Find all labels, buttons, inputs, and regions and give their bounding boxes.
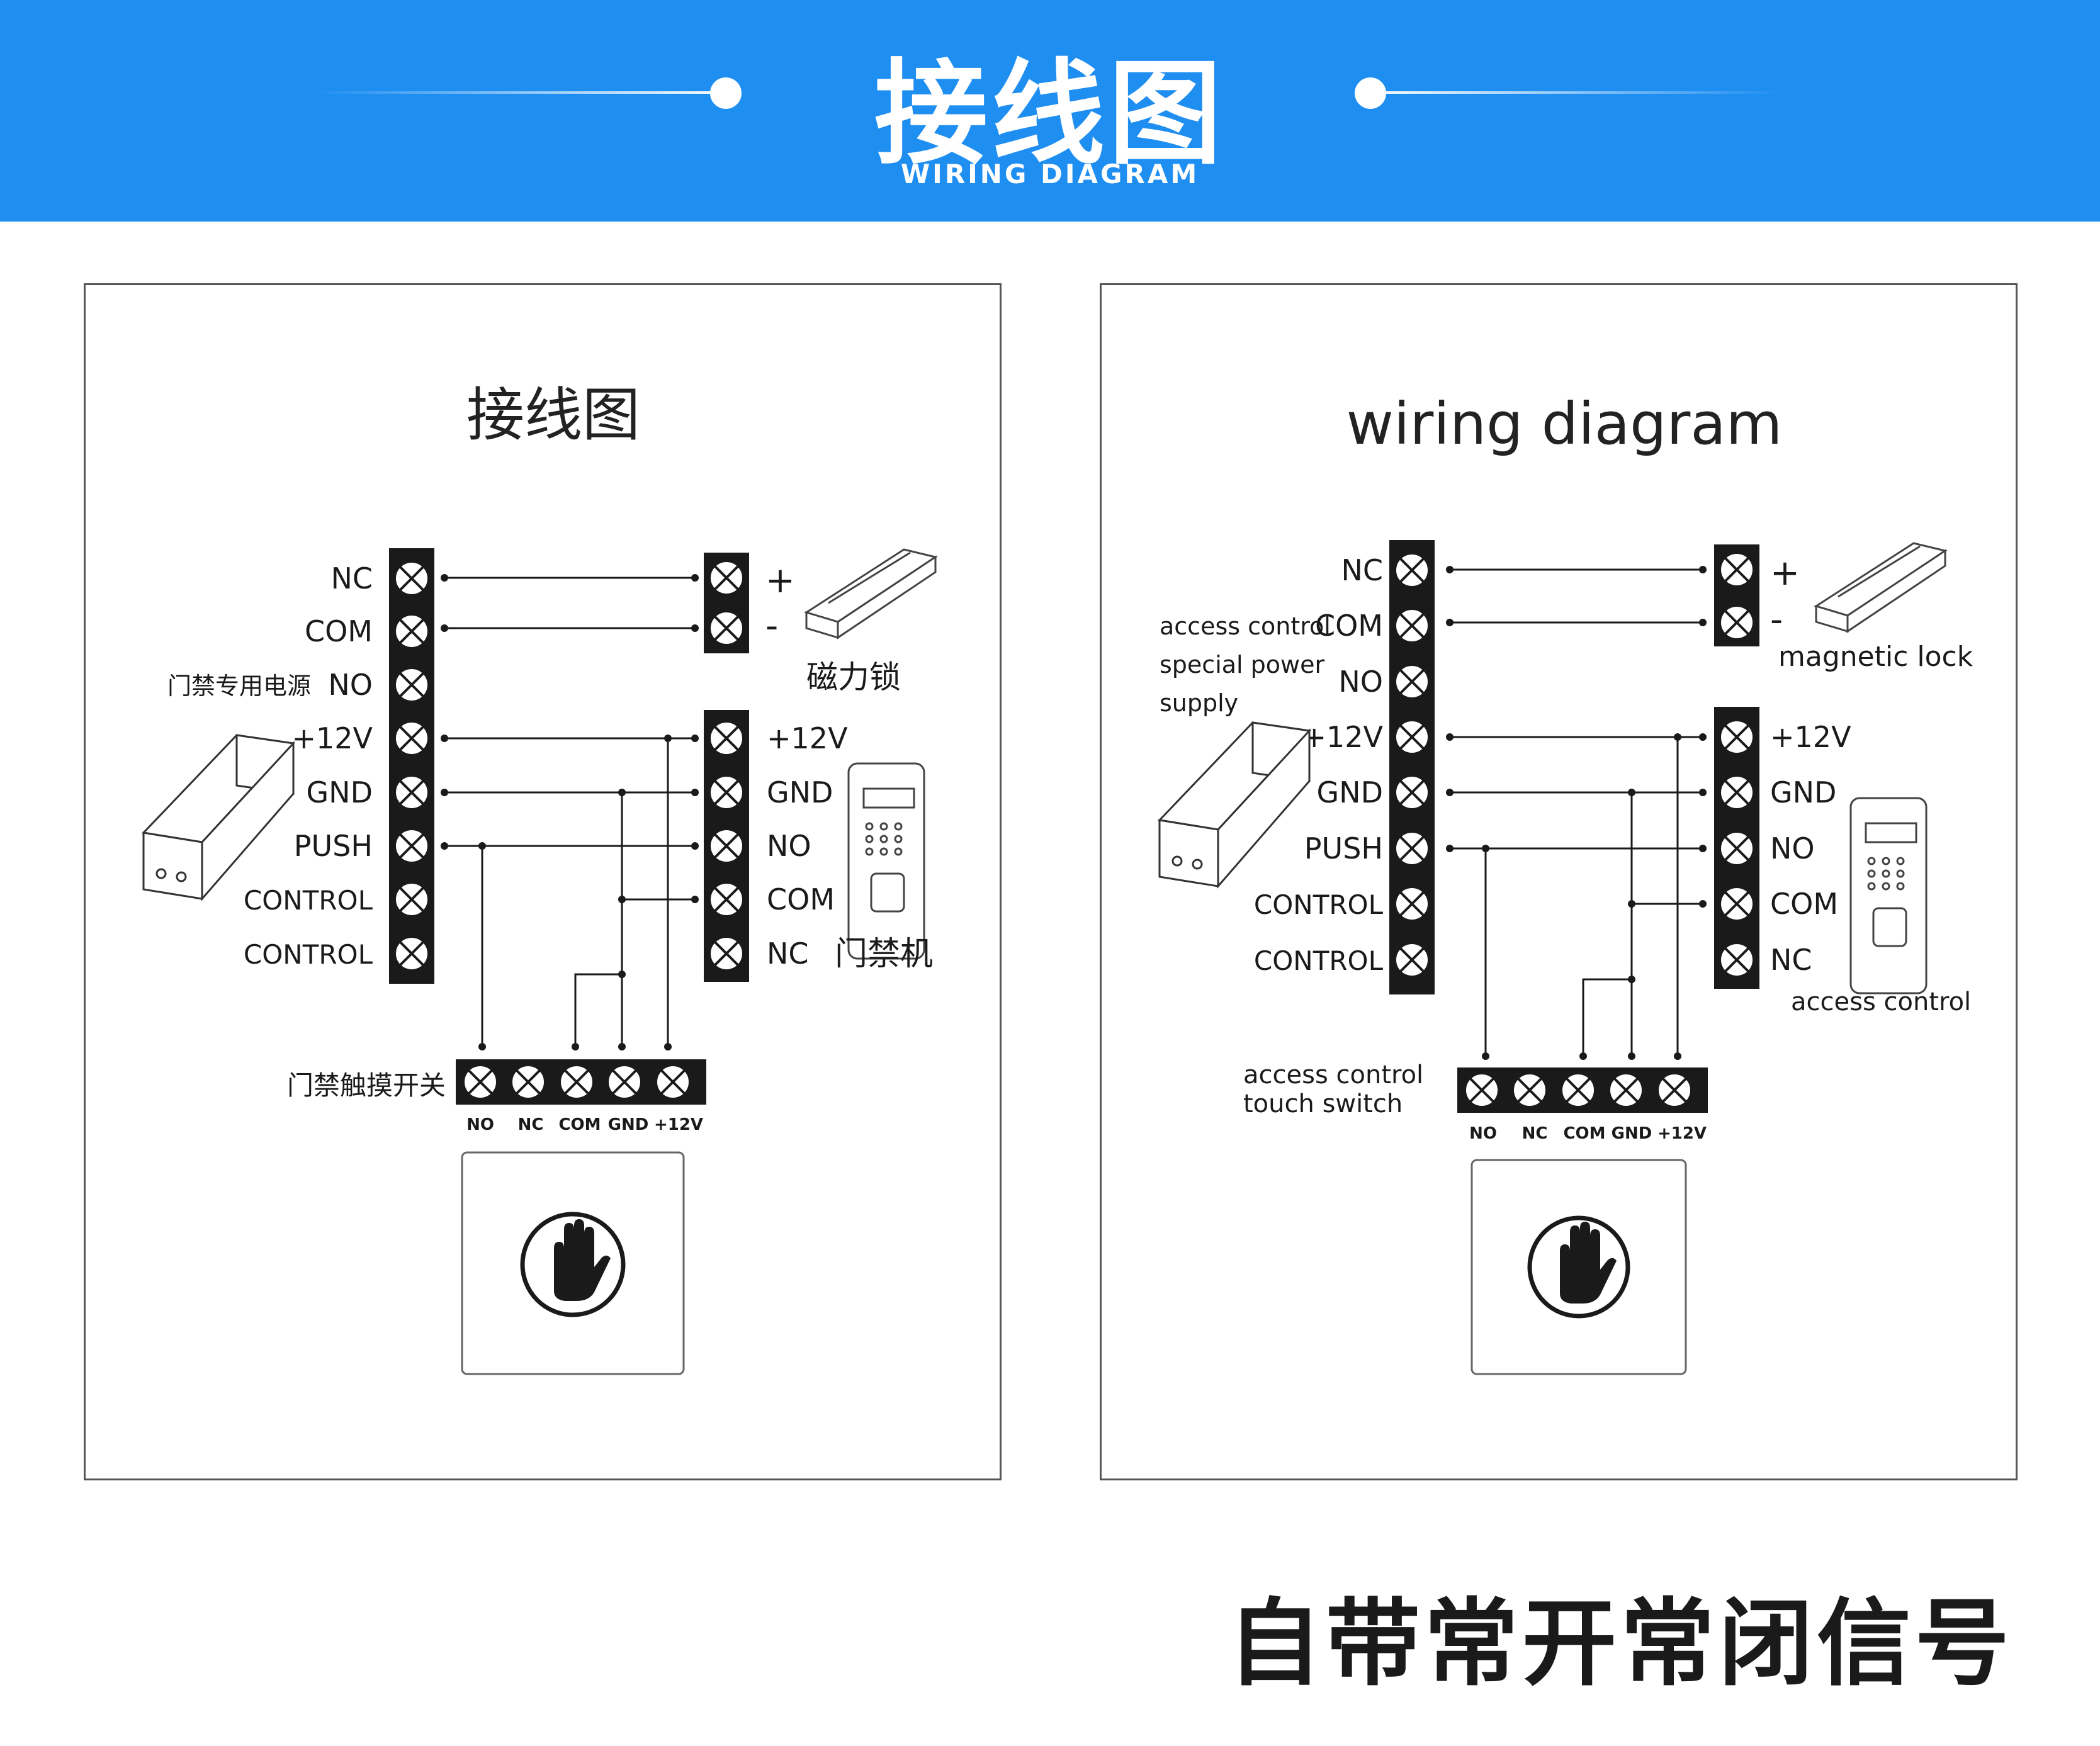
right-switch-no: NO — [1469, 1124, 1497, 1143]
right-hand-icon — [1527, 1215, 1630, 1319]
left-title: 接线图 — [466, 381, 640, 449]
left-reader-no: NO — [767, 829, 811, 863]
right-term-push: PUSH — [1304, 831, 1383, 865]
right-power-supply-icon — [1157, 721, 1312, 889]
right-term-com: COM — [1315, 609, 1383, 643]
right-term-12v: +12V — [1302, 720, 1383, 754]
header-subtitle: WIRING DIAGRAM — [900, 159, 1200, 189]
header-banner: 接线图 WIRING DIAGRAM — [0, 0, 2100, 222]
header-dot-right — [1355, 77, 1386, 109]
left-reader-gnd: GND — [767, 775, 833, 809]
right-switch-12v: +12V — [1657, 1124, 1707, 1143]
right-term-no: NO — [1338, 665, 1383, 699]
left-switch-no: NO — [466, 1115, 494, 1134]
left-term-nc: NC — [330, 561, 373, 595]
left-lock-label: 磁力锁 — [806, 659, 901, 696]
right-term-control-1: CONTROL — [1254, 889, 1384, 920]
right-switch-nc: NC — [1522, 1124, 1548, 1143]
right-reader-no: NO — [1770, 831, 1815, 865]
right-power-label-1: access control — [1160, 612, 1331, 640]
left-term-gnd: GND — [307, 775, 373, 809]
left-term-no: NO — [328, 668, 373, 702]
left-term-control-1: CONTROL — [244, 885, 373, 916]
left-panel: 接线图 NC COM NO +12V GND PUSH CONTROL CONT… — [84, 283, 1002, 1480]
left-magnetic-lock-icon — [804, 548, 938, 639]
right-power-label-3: supply — [1160, 689, 1238, 717]
left-power-label: 门禁专用电源 — [167, 672, 311, 700]
right-reader-label: access control — [1791, 988, 1971, 1017]
right-wires — [1450, 568, 1703, 1056]
header-line-right — [1366, 91, 1781, 94]
right-term-control-2: CONTROL — [1254, 945, 1384, 976]
right-magnetic-lock-icon — [1814, 542, 1948, 633]
right-panel: wiring diagram NC COM NO +12V GND PUSH C… — [1100, 283, 2018, 1480]
left-reader-com: COM — [767, 882, 835, 916]
left-reader-label: 门禁机 — [835, 935, 933, 973]
left-switch-com: COM — [558, 1115, 601, 1134]
header-line-left — [315, 91, 730, 94]
left-wires — [444, 577, 695, 1047]
left-reader-nc: NC — [767, 937, 809, 971]
left-term-12v: +12V — [291, 721, 373, 755]
right-term-gnd: GND — [1317, 775, 1383, 809]
right-term-nc: NC — [1341, 553, 1383, 587]
right-lock-minus: - — [1770, 599, 1783, 640]
left-lock-plus: + — [765, 560, 795, 601]
left-reader-12v: +12V — [767, 721, 848, 755]
footer-caption: 自带常开常闭信号 — [1228, 1589, 2014, 1699]
left-term-control-2: CONTROL — [244, 939, 373, 970]
header-title: 接线图 — [874, 48, 1226, 180]
right-reader-nc: NC — [1770, 943, 1812, 977]
left-switch-nc: NC — [518, 1115, 544, 1134]
right-lock-plus: + — [1770, 553, 1800, 594]
left-wiring-svg: 接线图 NC COM NO +12V GND PUSH CONTROL CONT… — [141, 381, 938, 1375]
right-switch-com: COM — [1563, 1124, 1605, 1143]
right-reader-device-icon — [1849, 797, 1928, 994]
left-reader-device-icon — [847, 762, 925, 960]
right-reader-gnd: GND — [1770, 775, 1836, 809]
right-switch-label-2: touch switch — [1243, 1090, 1403, 1118]
left-lock-minus: - — [765, 605, 778, 646]
right-reader-com: COM — [1770, 887, 1838, 921]
left-switch-12v: +12V — [654, 1115, 703, 1134]
right-title: wiring diagram — [1346, 390, 1783, 458]
left-hand-icon — [520, 1212, 626, 1317]
right-lock-label: magnetic lock — [1778, 641, 1973, 673]
right-power-label-2: special power — [1160, 651, 1324, 679]
left-wire-junctions — [441, 574, 699, 1050]
left-switch-gnd: GND — [608, 1115, 649, 1134]
right-switch-gnd: GND — [1612, 1124, 1652, 1143]
left-power-supply-icon — [141, 734, 296, 902]
right-wire-junctions — [1446, 566, 1707, 1060]
left-switch-label: 门禁触摸开关 — [287, 1070, 446, 1101]
right-switch-label-1: access control — [1243, 1061, 1423, 1090]
right-reader-12v: +12V — [1770, 720, 1851, 754]
right-wiring-svg: wiring diagram NC COM NO +12V GND PUSH C… — [1157, 390, 1973, 1375]
header-dot-left — [710, 77, 742, 109]
left-term-com: COM — [305, 614, 373, 648]
left-term-push: PUSH — [294, 829, 373, 863]
